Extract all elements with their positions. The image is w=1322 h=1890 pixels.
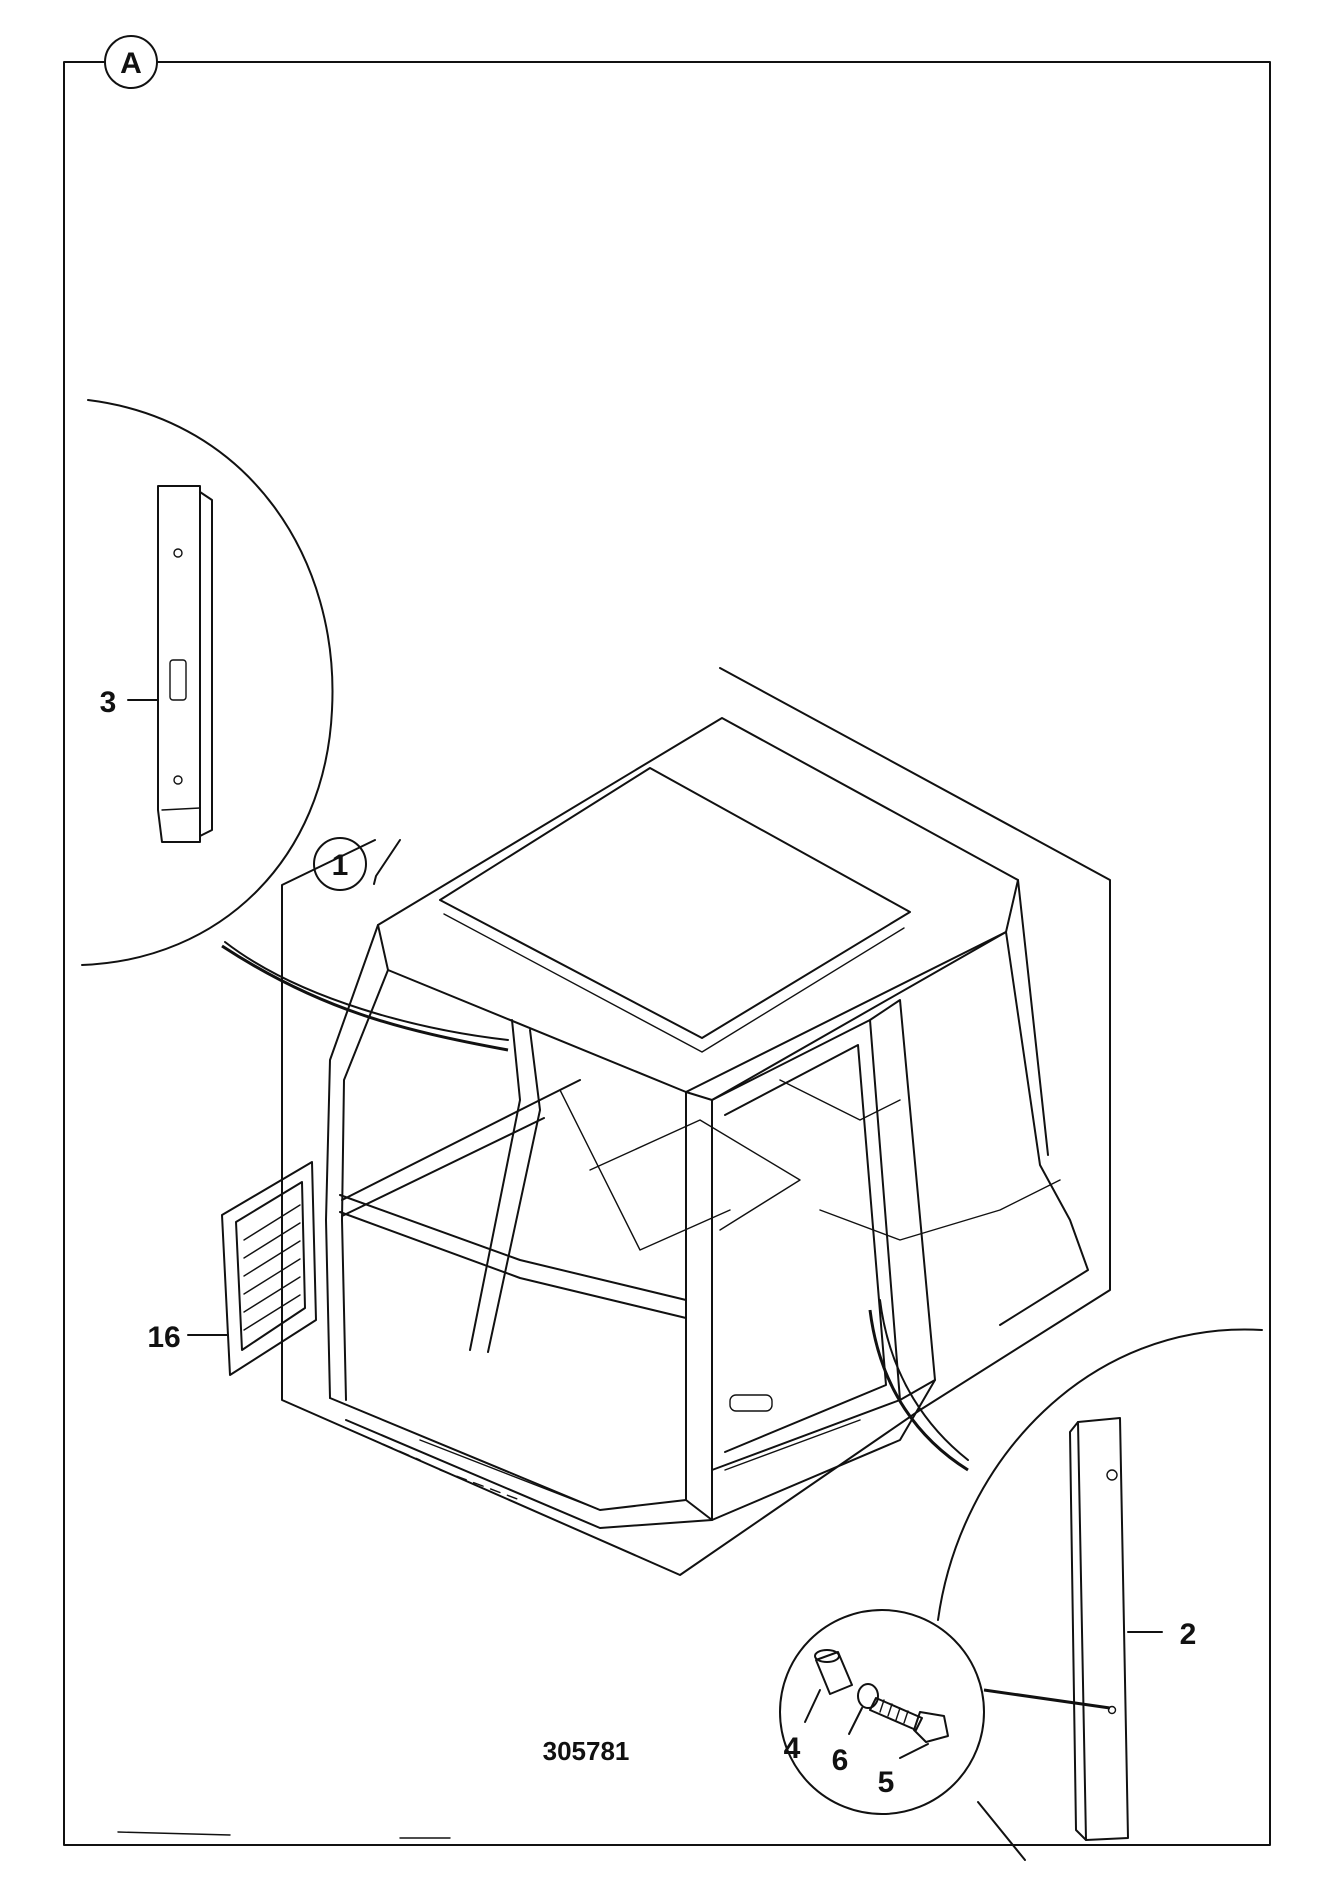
view-label-a: A xyxy=(104,35,158,89)
drawing-frame xyxy=(63,61,1271,1846)
detail-circle-left xyxy=(81,399,509,1052)
fastener-detail-circle xyxy=(779,1609,1111,1861)
callout-1: 1 xyxy=(313,837,367,891)
callout-5: 5 xyxy=(878,1766,895,1799)
callout-1-text: 1 xyxy=(332,849,349,882)
drawing-number: 305781 xyxy=(543,1736,630,1766)
callout-4: 4 xyxy=(784,1732,801,1765)
cab-backdrop-hexagon xyxy=(281,667,1111,1576)
cab-frame xyxy=(325,717,1089,1529)
frame-marks xyxy=(117,1831,451,1839)
leader-lines xyxy=(127,699,1163,1759)
rear-grille-panel xyxy=(221,1161,317,1376)
callout-6: 6 xyxy=(832,1744,849,1777)
callout-3: 3 xyxy=(100,686,117,719)
callout-2: 2 xyxy=(1180,1618,1197,1651)
callout-16: 16 xyxy=(147,1321,180,1354)
detail-circle-right xyxy=(868,1299,1263,1841)
view-label-text: A xyxy=(120,47,142,80)
